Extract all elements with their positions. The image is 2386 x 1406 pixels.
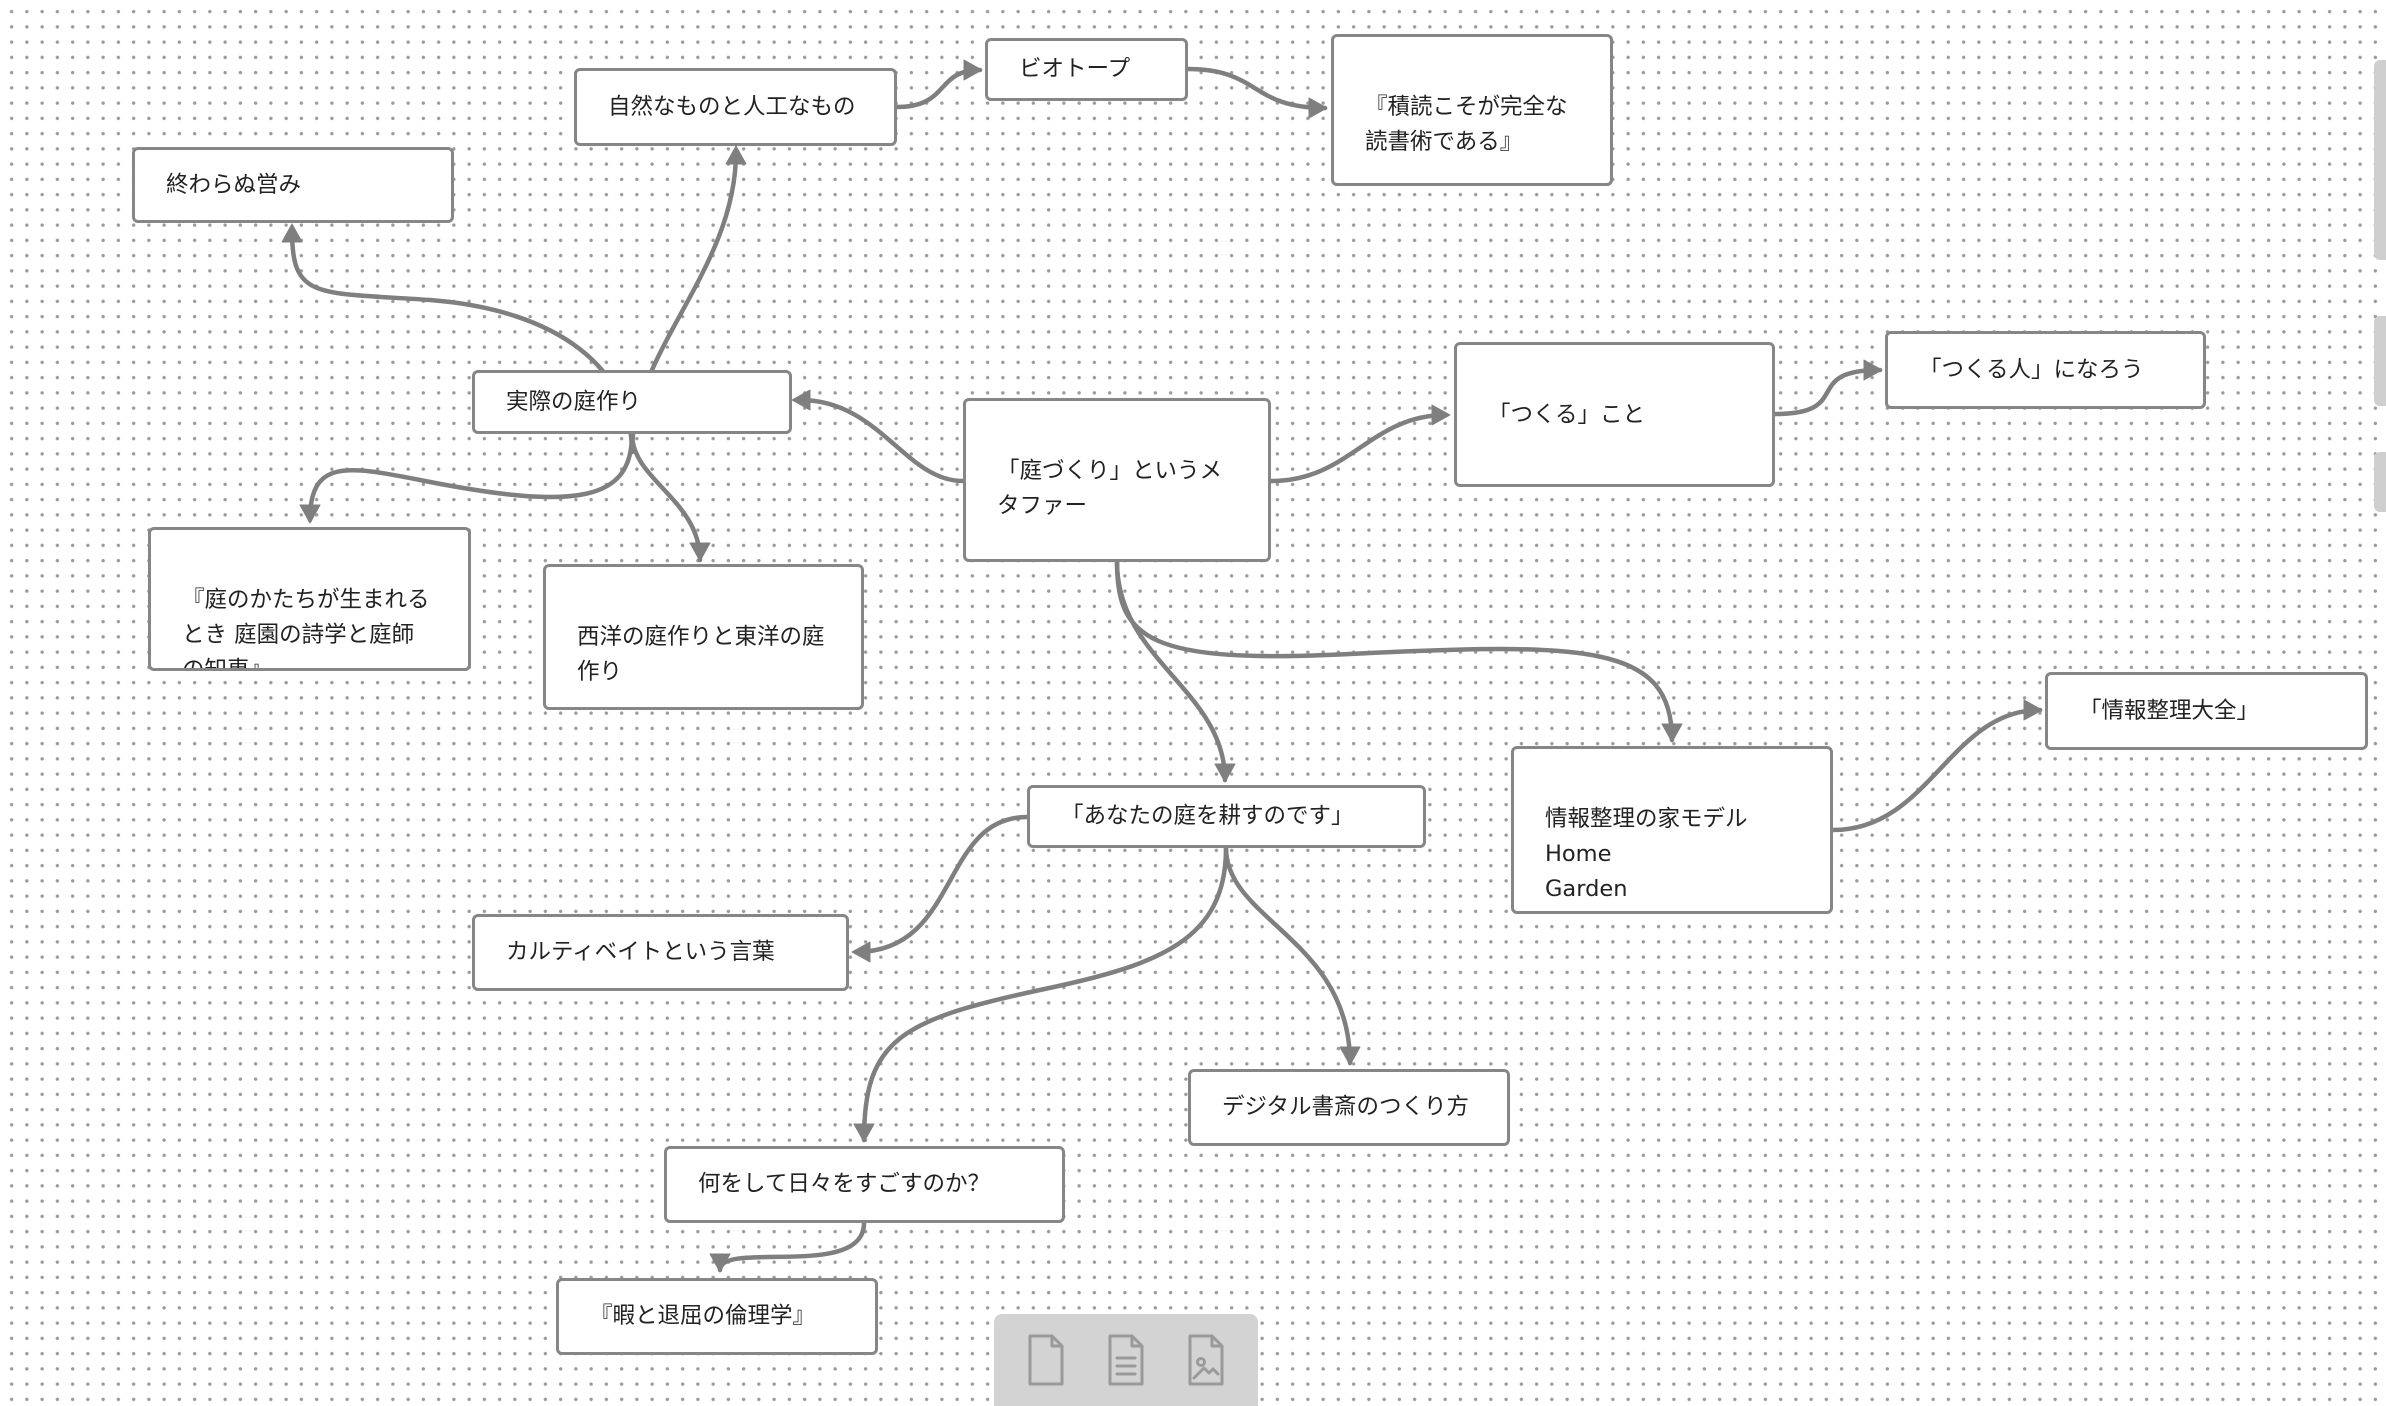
card-text: 『庭のかたちが生まれる とき 庭園の詩学と庭師 の知恵』 [182,587,430,671]
arrowhead-icon [1661,723,1683,743]
arrowhead-icon [963,59,983,81]
card-garden-poetics-book[interactable]: 『庭のかたちが生まれる とき 庭園の詩学と庭師 の知恵』 [148,527,471,671]
media-file-icon [1188,1334,1224,1386]
card-making[interactable]: 「つくる」こと [1454,342,1775,487]
connector-metaphor-to-making[interactable] [1268,412,1449,484]
card-text: 実際の庭作り [506,388,642,415]
connector-actual-to-garden_book[interactable] [307,431,635,523]
connector-cultivate-to-daily[interactable] [861,845,1229,1143]
card-be-a-maker[interactable]: 「つくる人」になろう [1885,331,2206,409]
canvas-toolbar [994,1314,1258,1406]
card-house-model[interactable]: 情報整理の家モデル Home Garden Garage [1511,746,1833,914]
add-note-button[interactable] [1098,1329,1154,1391]
card-text: 「庭づくり」というメ タファー [997,458,1223,519]
card-text: 『暇と退屈の倫理学』 [590,1303,816,1329]
card-metaphor[interactable]: 「庭づくり」というメ タファー [963,398,1271,562]
arrowhead-icon [299,504,321,524]
card-text: 『積読こそが完全な 読書術である』 [1365,94,1568,155]
connector-daily-to-leisure[interactable] [717,1220,867,1273]
card-text: 西洋の庭作りと東洋の庭 作り [577,624,825,685]
card-digital-study[interactable]: デジタル書斎のつくり方 [1188,1069,1510,1146]
arrowhead-icon [853,1123,875,1143]
connector-cultivate-to-cultivate_word[interactable] [853,814,1030,955]
card-text: デジタル書斎のつくり方 [1222,1094,1470,1120]
connector-making-to-maker[interactable] [1772,367,1883,417]
card-cultivate-word[interactable]: カルティベイトという言葉 [472,914,849,991]
arrowhead-icon [1431,404,1451,426]
card-text: 「あなたの庭を耕すのです」 [1061,803,1354,829]
card-daily-life[interactable]: 何をして日々をすごすのか？ [664,1146,1065,1223]
card-text: 「つくる」こと [1488,402,1646,428]
card-text: 「つくる人」になろう [1919,356,2144,383]
card-actual-garden[interactable]: 実際の庭作り [472,370,792,434]
card-west-east-garden[interactable]: 西洋の庭作りと東洋の庭 作り [543,564,864,710]
arrowhead-icon [1214,763,1236,783]
add-card-button[interactable] [1018,1329,1074,1391]
connector-metaphor-to-actual[interactable] [797,397,966,484]
card-text: 情報整理の家モデル Home Garden Garage [1545,806,1748,902]
connector-biotope-to-tsundoku[interactable] [1185,66,1328,111]
arrowhead-icon [791,389,811,411]
card-text: カルティベイトという言葉 [506,939,775,965]
right-edge-scrollbar[interactable] [2372,60,2386,520]
arrowhead-icon [2023,699,2043,721]
card-leisure-boredom-book[interactable]: 『暇と退屈の倫理学』 [556,1278,878,1355]
arrowhead-icon [281,223,303,243]
blank-card-icon [1028,1334,1064,1386]
card-text: 終わらぬ営み [166,171,302,198]
connector-actual-to-west_east[interactable] [629,431,703,563]
connector-metaphor-to-cultivate[interactable] [1114,559,1228,783]
card-info-organizing-book[interactable]: 「情報整理大全」 [2045,672,2368,750]
card-cultivate-your-garden[interactable]: 「あなたの庭を耕すのです」 [1027,785,1426,848]
connector-cultivate-to-digital_study[interactable] [1223,845,1353,1066]
card-text: 自然なものと人工なもの [608,93,856,120]
arrowhead-icon [1863,359,1883,381]
card-tsundoku-book[interactable]: 『積読こそが完全な 読書術である』 [1331,34,1613,186]
arrowhead-icon [709,1253,731,1273]
card-natural-artificial[interactable]: 自然なものと人工なもの [574,68,897,146]
card-unending[interactable]: 終わらぬ営み [132,147,454,223]
note-file-icon [1108,1334,1144,1386]
card-text: 何をして日々をすごすのか？ [698,1171,991,1197]
card-biotope[interactable]: ビオトープ [985,38,1188,101]
connector-metaphor-to-house_model[interactable] [1114,559,1675,743]
arrowhead-icon [1339,1046,1361,1066]
card-text: 「情報整理大全」 [2079,697,2260,724]
arrowhead-icon [1308,97,1328,119]
arrowhead-icon [689,542,711,562]
arrowhead-icon [725,145,747,165]
card-text: ビオトープ [1019,56,1131,82]
add-media-button[interactable] [1178,1329,1234,1391]
connector-house_model-to-info_book[interactable] [1830,707,2043,833]
arrowhead-icon [851,941,871,963]
